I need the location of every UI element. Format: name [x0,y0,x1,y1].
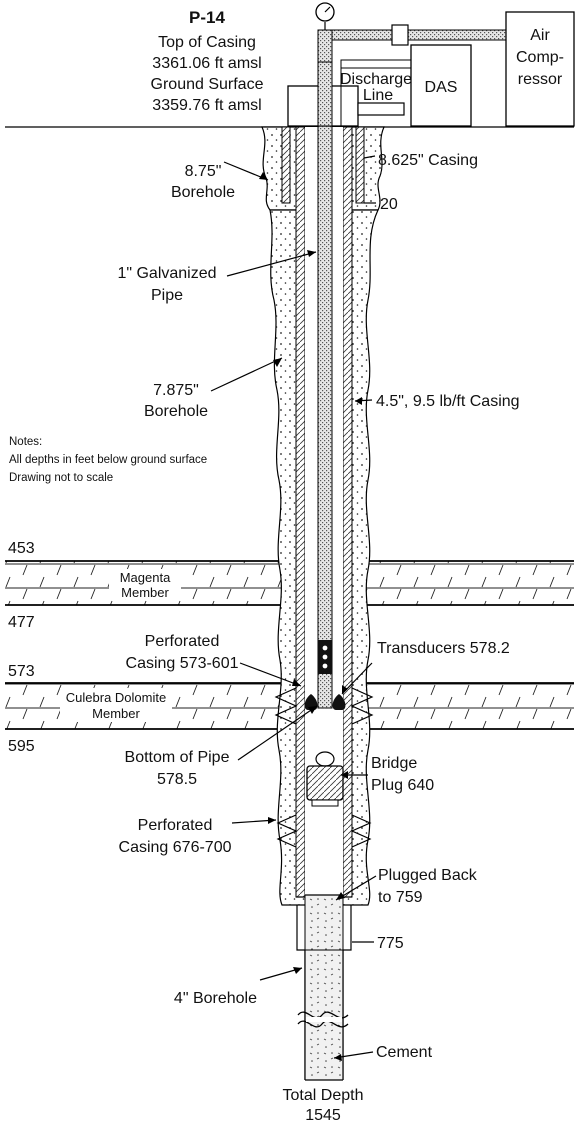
valve [391,24,409,46]
top-casing-label: Top of Casing [158,34,256,51]
discharge-line-pipe [357,102,405,116]
cable-conduit [340,59,412,69]
discharge-label-1: Discharge [340,71,412,88]
bottom-of-pipe-label-1: Bottom of Pipe [125,749,230,766]
perforated-casing-1-label-2: Casing 573-601 [126,655,239,672]
perforated-casing-2-label-1: Perforated [138,817,213,834]
magenta-bottom-depth: 477 [8,614,35,631]
borehole-875-label-1: 8.75" [185,163,222,180]
conductor-casing [281,126,365,204]
compressor-box [505,11,575,127]
cement-plug [304,894,344,951]
perforated-casing-1-label-1: Perforated [145,633,220,650]
plugged-back-label-1: Plugged Back [378,867,478,884]
magenta-top-depth: 453 [8,540,35,557]
casing-8625-label: 8.625" Casing [378,152,478,169]
transducers [304,640,346,710]
perforations-lower [276,814,372,848]
bridge-plug-label-1: Bridge [371,755,417,772]
borehole-7875-label-2: Borehole [144,403,208,420]
top-casing-value: 3361.06 ft amsl [152,55,261,72]
plugged-back-label-2: to 759 [378,889,423,906]
compressor-label-3: ressor [518,71,563,88]
perforations-upper [274,687,374,725]
depth-20-label: 20 [380,196,398,213]
das-box [410,44,472,127]
galvanized-pipe [317,59,333,709]
magenta-name-2: Member [121,585,169,600]
culebra-bottom-depth: 595 [8,738,35,755]
leader-arrowheads [259,172,362,1061]
total-depth-label-2: 1545 [305,1107,341,1124]
total-depth-label-1: Total Depth [283,1087,364,1104]
air-line [317,29,507,41]
borehole-875-label-2: Borehole [171,184,235,201]
borehole-4-label: 4" Borehole [174,990,257,1007]
ground-surface-label: Ground Surface [151,76,264,93]
culebra-name-2: Member [92,706,140,721]
cement-label: Cement [376,1044,433,1061]
depth-775-label: 775 [377,935,404,952]
magenta-name-1: Magenta [120,570,171,585]
well-title: P-14 [189,8,225,27]
culebra-top-depth: 573 [8,663,35,680]
casing-45-label: 4.5", 9.5 lb/ft Casing [376,393,520,410]
ground-surface-value: 3359.76 ft amsl [152,97,261,114]
culebra-name-1: Culebra Dolomite [66,690,166,705]
galvanized-pipe-label-1: 1" Galvanized [117,265,216,282]
compressor-label-2: Comp- [516,49,564,66]
notes-heading: Notes: [9,436,42,448]
bridge-plug [306,751,344,807]
transducers-label: Transducers 578.2 [377,640,510,657]
bottom-of-pipe-label-2: 578.5 [157,771,197,788]
perforated-casing-2-label-2: Casing 676-700 [119,839,232,856]
borehole-7875-label-1: 7.875" [153,382,199,399]
das-label: DAS [425,79,458,96]
discharge-label-2: Line [363,87,393,104]
bridge-plug-label-2: Plug 640 [371,777,434,794]
notes-line-2: Drawing not to scale [9,472,113,484]
notes-line-1: All depths in feet below ground surface [9,454,207,466]
galvanized-pipe-label-2: Pipe [151,287,183,304]
compressor-label-1: Air [530,27,550,44]
